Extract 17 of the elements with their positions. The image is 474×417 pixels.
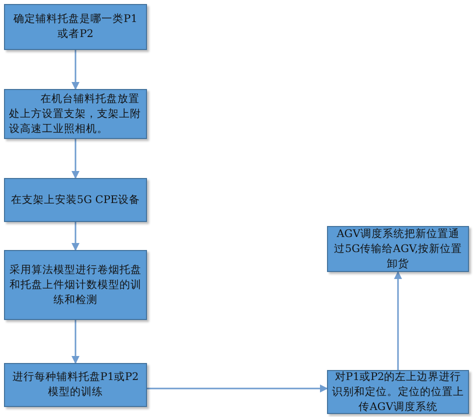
arrow <box>72 320 80 364</box>
arrow <box>72 50 80 90</box>
step-text: 在机台辅料托盘放置处上方设置支架，支架上附设高速工业照相机。 <box>9 92 142 136</box>
arrow <box>394 271 402 370</box>
arrow <box>147 384 328 392</box>
arrow <box>72 139 80 179</box>
step-text: 在支架上安装5G CPE设备 <box>10 192 140 208</box>
step-text: 对P1或P2的左上边界进行识别和定位。定位的位置上传AGV调度系统 <box>332 370 464 414</box>
step-text: AGV调度系统把新位置通过5G传输给AGV,按新位置卸货 <box>332 226 464 272</box>
process-box <box>4 4 147 50</box>
step-text: 进行每种辅料托盘P1或P2模型的训练 <box>11 370 140 400</box>
process-box <box>4 250 147 320</box>
process-box <box>4 363 147 407</box>
step-text: 确定辅料托盘是哪一类P1或者P2 <box>12 12 138 42</box>
arrow <box>72 222 80 251</box>
process-box <box>4 178 147 222</box>
step-text: 采用算法模型进行卷烟托盘和托盘上件烟计数模型的训练和检测 <box>9 262 142 308</box>
